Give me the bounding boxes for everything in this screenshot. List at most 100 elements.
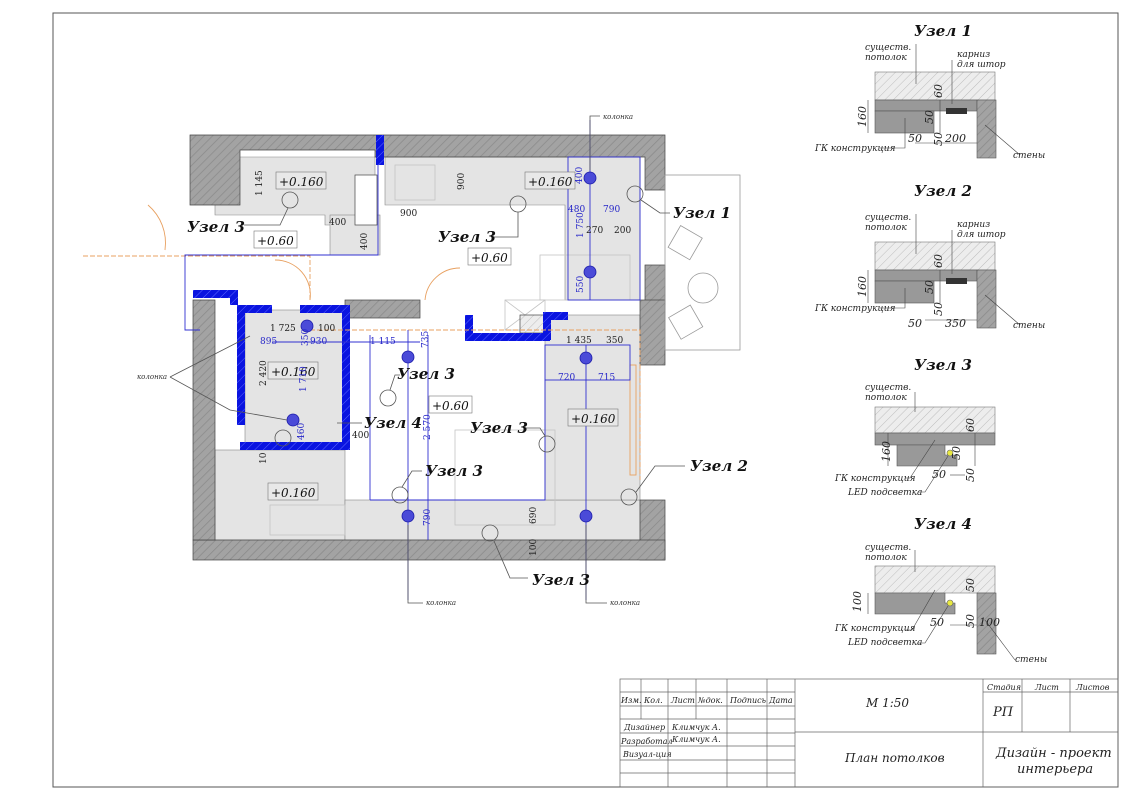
detail-node-3: Узел 3 существ. потолок ГК конструкция L… — [834, 356, 996, 498]
column-labels: колонка колонка колонка колонка — [137, 113, 640, 607]
detail-node-1: Узел 1 существ. потолок карниз для штор … — [814, 22, 1045, 161]
column-marker — [579, 351, 593, 365]
node-label: Узел 2 — [690, 457, 748, 475]
column-label: колонка — [137, 373, 167, 381]
led-label: LED подсветка — [847, 638, 922, 648]
dimension: 690 — [529, 507, 539, 524]
detail-title: Узел 1 — [914, 22, 972, 40]
project-title: интерьера — [1017, 762, 1093, 777]
column-marker — [579, 509, 593, 523]
cornice-label: для штор — [957, 230, 1006, 240]
sheet-frame — [52, 12, 1119, 788]
existing-ceiling — [874, 71, 996, 101]
led-strip-icon — [946, 599, 954, 607]
column-header: Изм. — [620, 696, 642, 705]
dimension: 100 — [529, 539, 539, 556]
dimension: 900 — [400, 209, 417, 219]
gk-box — [874, 592, 956, 615]
dimension: 200 — [944, 132, 966, 145]
dimension: 50 — [964, 468, 977, 482]
ceiling-label: потолок — [865, 553, 907, 563]
dimension: 50 — [908, 132, 922, 145]
dimension: 715 — [598, 373, 615, 383]
dimension: 400 — [575, 167, 585, 184]
ceiling-label: существ. — [865, 383, 911, 393]
column-label: колонка — [603, 113, 633, 121]
dimension: 2 570 — [423, 414, 433, 440]
title-block — [619, 678, 1119, 788]
column-marker — [401, 509, 415, 523]
node-label: Узел 3 — [397, 365, 455, 383]
dimension: 350 — [606, 336, 623, 346]
node-label: Узел 3 — [425, 462, 483, 480]
dimension: 50 — [932, 468, 946, 481]
dimension: 50 — [923, 110, 936, 124]
dimension: 160 — [856, 106, 869, 127]
column-marker — [401, 350, 415, 364]
dimension: 50 — [950, 446, 963, 460]
level-tag: +0.60 — [257, 234, 294, 248]
level-tag: +0.60 — [471, 251, 508, 265]
ceiling-label: потолок — [865, 223, 907, 233]
column-header: №док. — [697, 696, 723, 705]
dimension: 460 — [297, 423, 307, 440]
drawing-title: План потолков — [844, 751, 945, 765]
detail-title: Узел 4 — [914, 515, 972, 533]
new-partitions — [193, 135, 568, 450]
role-label: Дизайнер — [623, 723, 665, 732]
gk-box — [874, 110, 935, 134]
dimension: 50 — [932, 302, 945, 316]
dimension: 550 — [576, 276, 586, 293]
curtain-rail — [946, 108, 967, 114]
scale-label: М 1:50 — [865, 696, 909, 710]
column-label: колонка — [426, 599, 456, 607]
gk-layer — [874, 432, 996, 446]
sheet-header: Лист — [1034, 683, 1059, 692]
walls-label: стены — [1013, 151, 1045, 161]
level-tag: +0.160 — [528, 175, 573, 189]
dimension: 1 115 — [370, 337, 396, 347]
sheets-header: Листов — [1075, 683, 1110, 692]
gk-box — [896, 444, 958, 467]
dimension: 60 — [932, 84, 945, 98]
gk-label: ГК конструкция — [814, 304, 896, 314]
dimension: 350 — [301, 329, 311, 346]
dimension: 50 — [923, 280, 936, 294]
stage-value: РП — [992, 705, 1014, 720]
dimension: 1 710 — [299, 366, 309, 392]
column-header: Кол. — [643, 696, 663, 705]
wall-section — [976, 592, 997, 655]
dimension: 60 — [932, 254, 945, 268]
gk-box — [874, 280, 935, 304]
existing-ceiling — [874, 565, 996, 594]
level-tag: +0.160 — [279, 175, 324, 189]
dimension: 100 — [851, 591, 864, 612]
walls-label: стены — [1015, 655, 1047, 665]
dimension: 160 — [880, 441, 893, 462]
door-swings — [83, 204, 641, 480]
wall-section — [976, 99, 997, 159]
dimension: 1 435 — [566, 336, 592, 346]
dimension: 2 420 — [259, 360, 269, 386]
dimension: 930 — [310, 337, 327, 347]
cornice-label: для штор — [957, 60, 1006, 70]
column-header: Подпись — [729, 696, 766, 705]
lighting-lines — [184, 120, 641, 600]
ceiling-label: существ. — [865, 213, 911, 223]
led-strip-icon — [946, 449, 954, 457]
led-label: LED подсветка — [847, 488, 922, 498]
dimension: 480 — [568, 205, 585, 215]
dimension: 790 — [423, 509, 433, 526]
project-title: Дизайн - проект — [995, 746, 1112, 761]
balcony — [664, 174, 741, 351]
column-header: Дата — [768, 696, 793, 705]
role-name: Климчук А. — [671, 723, 721, 732]
column-markers — [286, 171, 597, 523]
dimension: 350 — [945, 317, 966, 330]
cornice-label: карниз — [957, 220, 990, 230]
node-label: Узел 3 — [532, 571, 590, 589]
dimension: 10 — [259, 452, 269, 464]
dimension: 270 — [586, 226, 603, 236]
level-tag: +0.160 — [271, 365, 316, 379]
node-label: Узел 3 — [470, 419, 528, 437]
